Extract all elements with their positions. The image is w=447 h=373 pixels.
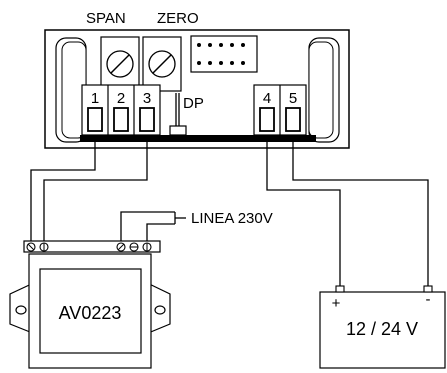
dp-label: DP [183,95,204,112]
battery-plus-label: + [332,295,341,312]
battery-minus-label: - [426,291,431,308]
wires [30,142,429,286]
terminal-1[interactable] [87,107,103,132]
span-label: SPAN [86,10,126,27]
terminal-4-label: 4 [263,90,271,107]
module-label: AV0223 [59,303,122,323]
terminal-3-label: 3 [143,90,151,107]
terminal-1-label: 1 [91,90,99,107]
dp-jumper[interactable] [169,93,187,136]
terminal-2-label: 2 [117,90,125,107]
linea-label: LINEA 230V [191,210,273,227]
module-screw-5[interactable] [142,242,152,252]
span-potentiometer[interactable] [100,36,140,92]
terminal-2[interactable] [113,107,129,132]
module-screw-4[interactable] [129,242,139,252]
battery-voltage-label: 12 / 24 V [346,319,418,339]
terminal-3[interactable] [139,107,155,132]
terminal-5-label: 5 [289,90,297,107]
terminal-4[interactable] [259,107,275,132]
av0223-module [9,240,171,369]
zero-label: ZERO [157,10,199,27]
module-screw-1[interactable] [26,242,36,252]
pin-header [190,35,258,73]
module-screw-2[interactable] [39,242,49,252]
terminal-5[interactable] [285,107,301,132]
zero-potentiometer[interactable] [142,36,182,92]
battery [319,285,446,369]
module-screw-3[interactable] [116,242,126,252]
